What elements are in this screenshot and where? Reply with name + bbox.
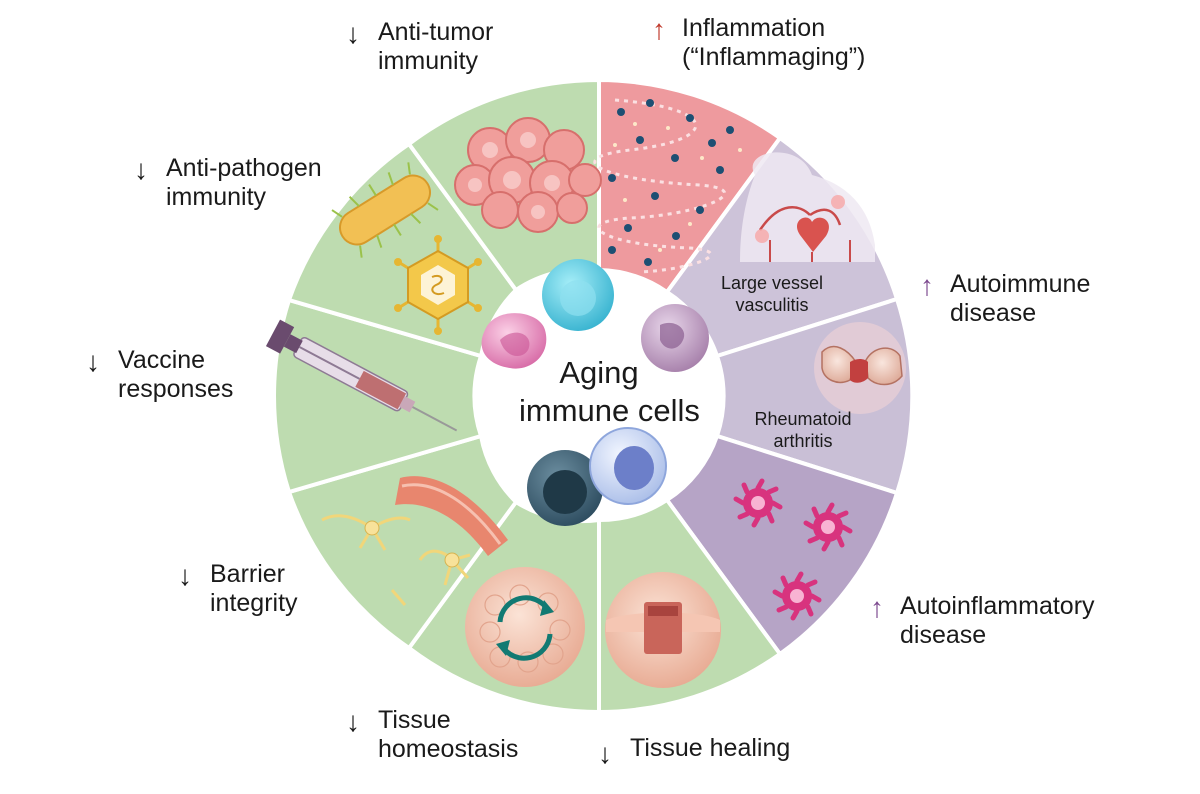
increase-arrow-icon: ↑ <box>870 592 884 623</box>
autoimmune-label-line1: Autoimmune <box>950 270 1091 298</box>
arthritis-illustration <box>814 322 906 414</box>
anti-pathogen-label-line1: Anti-pathogen <box>166 154 322 182</box>
vaccine-label-line1: Vaccine <box>118 346 206 374</box>
autoinflammatory-illustration <box>733 478 853 621</box>
inflammation-illustration <box>593 98 742 274</box>
decrease-arrow-icon: ↓ <box>178 560 192 591</box>
vasculitis-label-line2: vasculitis <box>735 295 809 315</box>
barrier-illustration <box>321 476 508 606</box>
anti-tumor-label-line2: immunity <box>378 47 479 75</box>
center-label-line1: Aging <box>559 355 639 390</box>
vasculitis-illustration <box>740 152 875 262</box>
arthritis-label-line2: arthritis <box>773 431 833 451</box>
anti-pathogen-illustration <box>331 162 482 335</box>
vaccine-illustration <box>265 319 458 432</box>
tissue-healing-illustration <box>605 572 721 688</box>
tissue-homeostasis-illustration <box>465 567 585 687</box>
center-label-line2: immune cells <box>519 393 700 428</box>
vasculitis-label: Large vessel vasculitis <box>692 272 852 316</box>
vasculitis-label-line1: Large vessel <box>720 273 824 293</box>
arthritis-label-line1: Rheumatoid <box>754 409 852 429</box>
segment-barrier <box>286 433 519 651</box>
anti-tumor-illustration <box>454 117 602 233</box>
autoimmune-label-line2: disease <box>950 299 1037 327</box>
tissue-homeostasis-label-line1: Tissue <box>378 706 451 734</box>
arthritis-label: Rheumatoid arthritis <box>733 408 873 452</box>
segment-autoinflammatory <box>664 433 900 657</box>
increase-arrow-icon: ↑ <box>920 270 934 301</box>
inflammation-label-line1: Inflammation <box>682 14 826 42</box>
tissue-healing-label-line1: Tissue healing <box>630 734 791 762</box>
barrier-label-line2: integrity <box>210 589 298 617</box>
cell-pink <box>481 313 547 369</box>
vaccine-label-line2: responses <box>118 375 234 403</box>
anti-tumor-label-line1: Anti-tumor <box>378 18 494 46</box>
decrease-arrow-icon: ↓ <box>86 346 100 377</box>
increase-arrow-icon: ↑ <box>652 14 666 45</box>
decrease-arrow-icon: ↓ <box>598 738 612 769</box>
anti-pathogen-label-line2: immunity <box>166 183 267 211</box>
autoinflammatory-label-line2: disease <box>900 621 987 649</box>
center-label: Aging immune cells <box>519 354 700 430</box>
decrease-arrow-icon: ↓ <box>346 706 360 737</box>
cell-dark <box>527 450 603 526</box>
cell-light <box>589 427 667 505</box>
decrease-arrow-icon: ↓ <box>134 154 148 185</box>
barrier-label-line1: Barrier <box>210 560 286 588</box>
cell-purple <box>641 304 709 372</box>
segment-inflammation <box>597 77 783 295</box>
decrease-arrow-icon: ↓ <box>346 18 360 49</box>
cell-blue <box>542 259 614 331</box>
inflammation-label-line2: (“Inflammaging”) <box>682 43 866 71</box>
autoinflammatory-label-line1: Autoinflammatory <box>900 592 1095 620</box>
tissue-homeostasis-label-line2: homeostasis <box>378 735 519 763</box>
immune-cells <box>481 259 709 526</box>
